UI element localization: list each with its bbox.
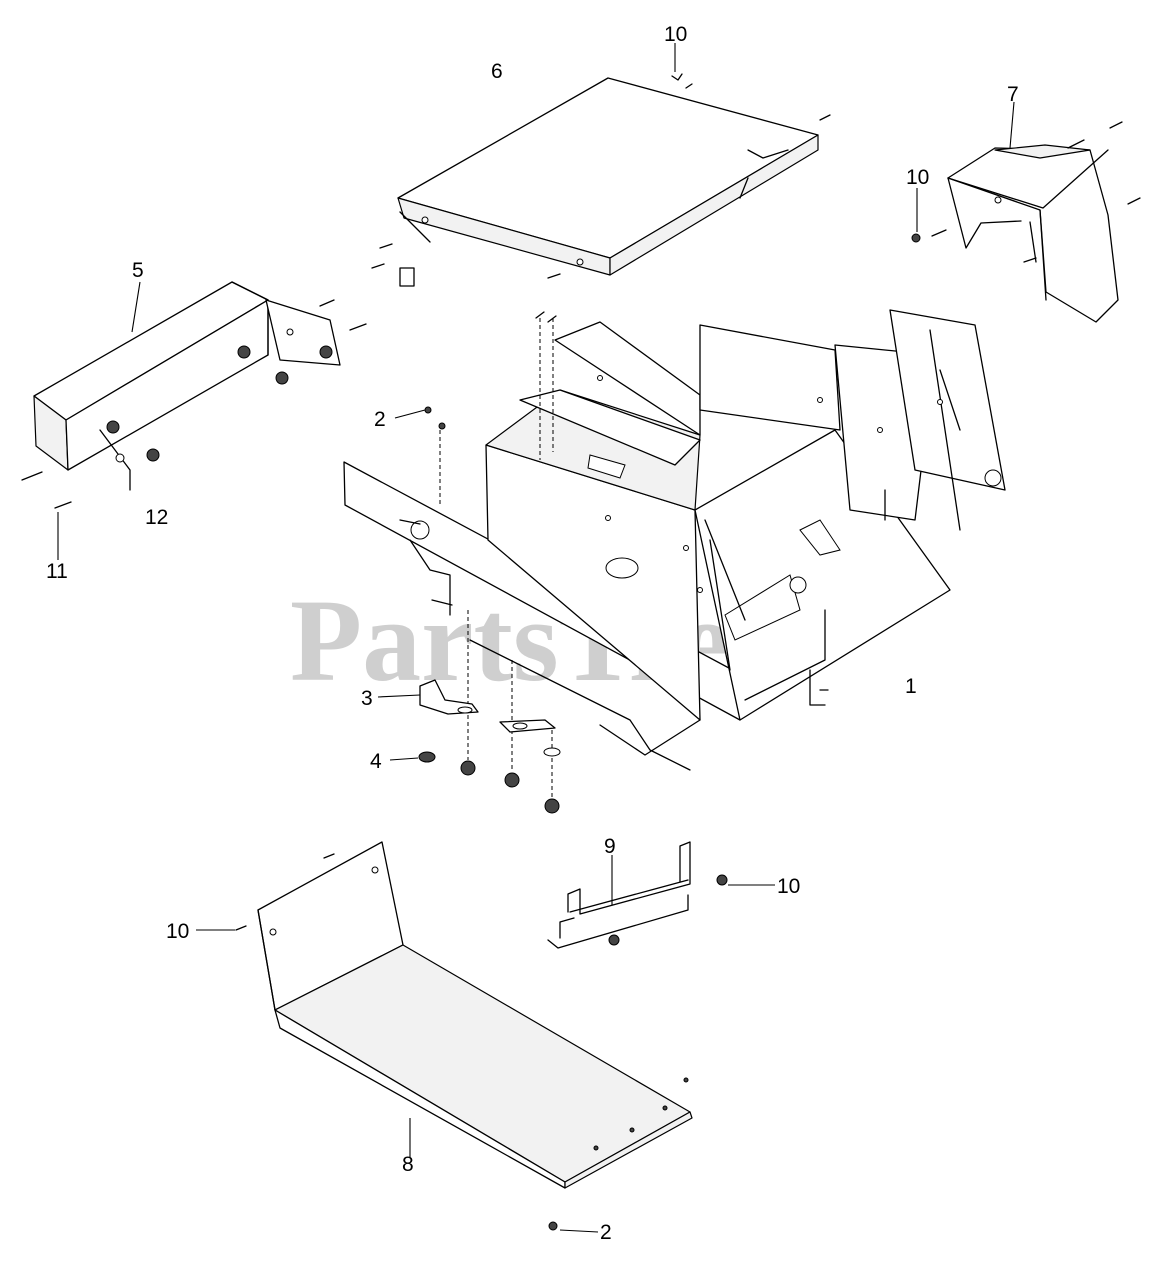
callout-part-10-bracket: 10 <box>777 875 800 898</box>
part-9-rod-bracket[interactable] <box>547 841 728 949</box>
leader-lines <box>57 43 1015 1233</box>
callout-part-1: 1 <box>905 675 917 698</box>
part-7-side-cover[interactable] <box>911 121 1141 323</box>
part-4-nuts[interactable] <box>418 747 561 814</box>
callout-part-7: 7 <box>1007 83 1019 106</box>
part-8-bottom-tray[interactable] <box>235 841 693 1231</box>
callout-part-2-lower: 2 <box>600 1221 612 1244</box>
part-1-main-frame[interactable] <box>343 309 1006 771</box>
callout-part-4: 4 <box>370 750 382 773</box>
part-3-bracket[interactable] <box>419 679 556 733</box>
callout-part-9: 9 <box>604 835 616 858</box>
callout-labels: 1 2 2 3 4 5 6 7 8 9 10 10 10 10 11 12 <box>46 23 1019 1244</box>
callout-part-10-right: 10 <box>906 166 929 189</box>
part-6-top-cover[interactable] <box>371 73 831 287</box>
callout-part-10-top: 10 <box>664 23 687 46</box>
callout-part-5: 5 <box>132 259 144 282</box>
callout-part-6: 6 <box>491 60 503 83</box>
callout-part-2-upper: 2 <box>374 408 386 431</box>
callout-part-8: 8 <box>402 1153 414 1176</box>
callout-part-10-tray: 10 <box>166 920 189 943</box>
callout-part-3: 3 <box>361 687 373 710</box>
fastener-lines <box>424 311 557 800</box>
part-5-side-housing[interactable] <box>21 281 367 509</box>
callout-part-11: 11 <box>46 560 68 583</box>
callout-part-12: 12 <box>145 506 168 529</box>
